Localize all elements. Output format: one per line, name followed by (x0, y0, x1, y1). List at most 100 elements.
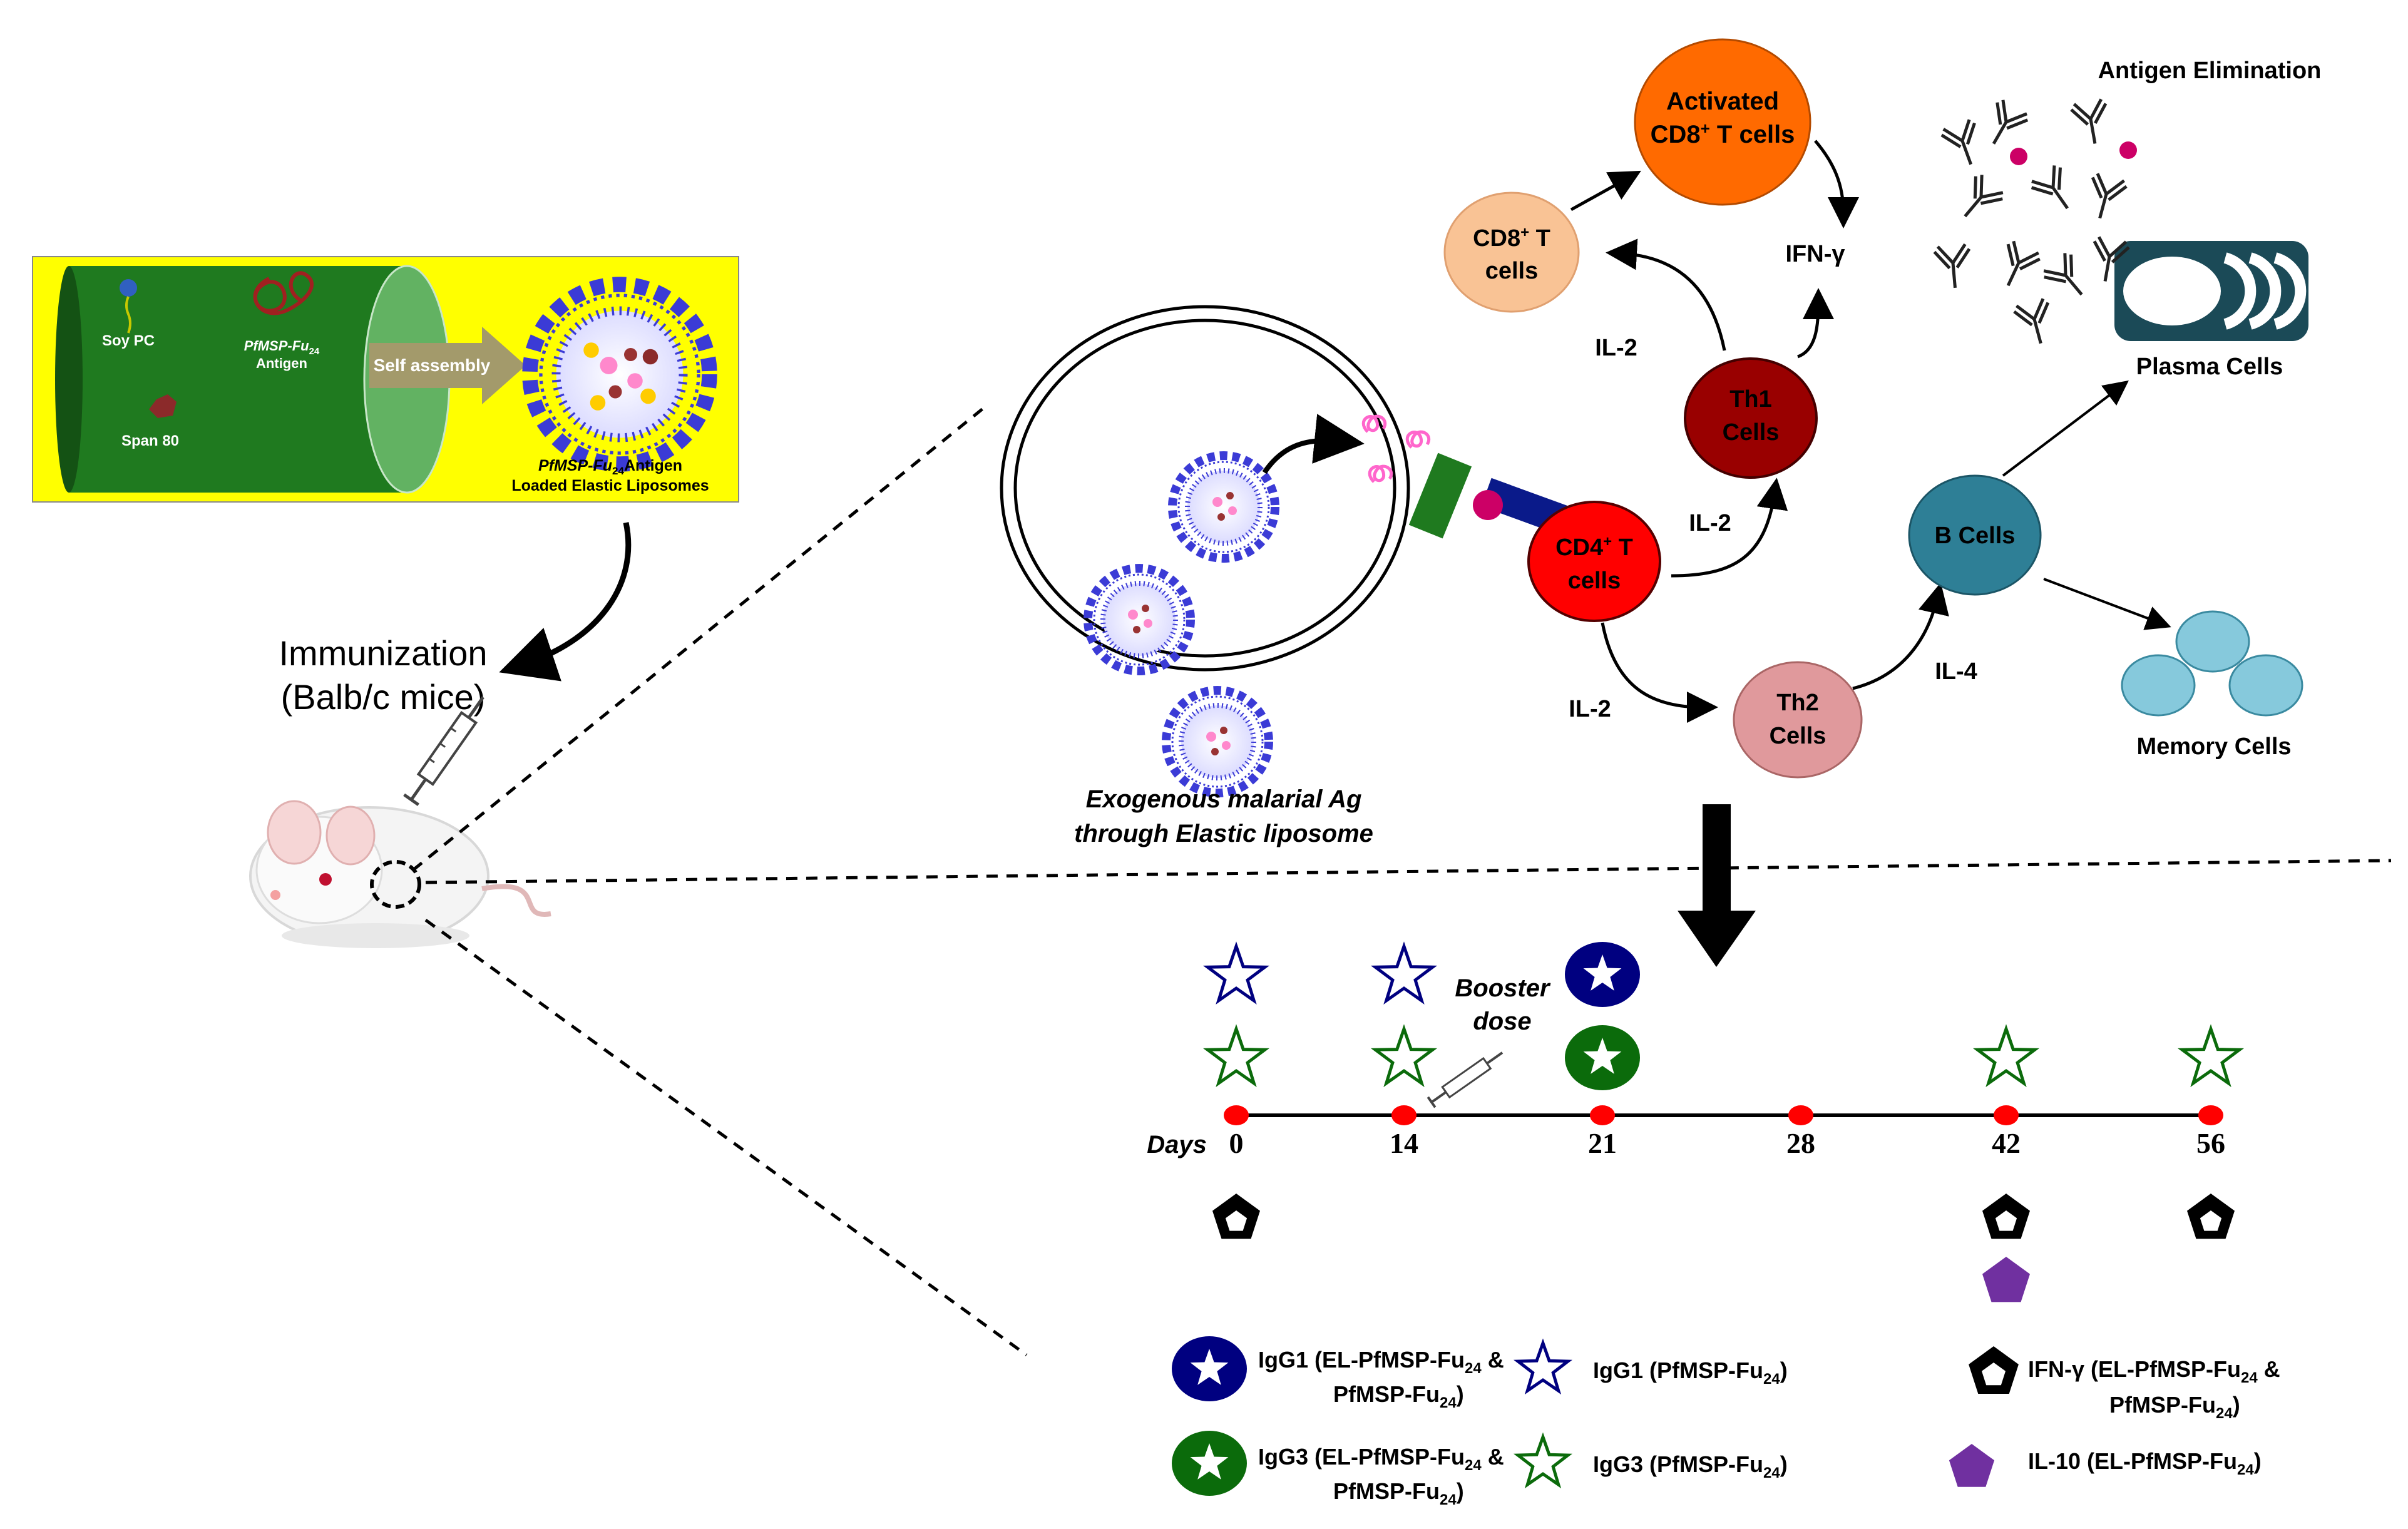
il4-label: IL-4 (1935, 658, 1977, 685)
released-antigen-icons (1361, 414, 1430, 483)
antigen-ribbon-icon (253, 271, 314, 315)
svg-text:Cells: Cells (1770, 723, 1826, 749)
il2-label-mid: IL-2 (1689, 510, 1731, 536)
igg3-star-icon (1202, 1024, 1270, 1088)
day-label: 21 (1588, 1127, 1617, 1159)
svg-text:cells: cells (1568, 568, 1621, 594)
soy-pc-label: Soy PC (102, 332, 155, 349)
svg-text:PfMSP-Fu24): PfMSP-Fu24) (1333, 1381, 1464, 1411)
legend-igg1-el: IgG1 (EL-PfMSP-Fu24 & PfMSP-Fu24) (1172, 1336, 1504, 1411)
immunization-subtitle: (Balb/c mice) (281, 677, 486, 717)
node-activated-cd8-t-cells: Activated CD8+ T cells (1634, 38, 1811, 206)
exogenous-liposome-icon (1166, 690, 1269, 793)
pentagon-icon (1949, 1444, 1995, 1487)
day-marker (1224, 1105, 1249, 1125)
bcell-to-plasma-arrow (2002, 380, 2129, 477)
plasma-cells-label: Plasma Cells (2136, 354, 2283, 380)
igg3-star-icon (2177, 1024, 2245, 1088)
inset-caption-line1: PfMSP-Fu24Antigen (538, 457, 682, 477)
node-cd4-t-cells: CD4+ T cells (1527, 501, 1661, 622)
span80-molecule-icon (149, 394, 177, 418)
bcell-to-memory-arrow (2043, 578, 2171, 630)
pentagon-inner (1225, 1210, 1248, 1231)
cd4-to-th2-arrow (1601, 622, 1718, 723)
day-marker (1994, 1105, 2019, 1125)
svg-text:Th2: Th2 (1776, 690, 1819, 716)
svg-text:IL-10 (EL-PfMSP-Fu24): IL-10 (EL-PfMSP-Fu24) (2028, 1448, 2262, 1478)
svg-text:IgG3 (EL-PfMSP-Fu24 &: IgG3 (EL-PfMSP-Fu24 & (1258, 1444, 1504, 1474)
th2-to-bcell-arrow (1852, 582, 1949, 690)
antigen-label: PfMSP-Fu24 (244, 338, 320, 357)
svg-text:IFN-γ (EL-PfMSP-Fu24 &: IFN-γ (EL-PfMSP-Fu24 & (2028, 1356, 2280, 1386)
zoom-line-horizontal (425, 859, 2392, 884)
igg1-star-icon (1370, 941, 1438, 1005)
star-outline-icon (1514, 1338, 1572, 1395)
injection-site-circle (370, 860, 421, 909)
star-icon (1190, 1349, 1229, 1385)
day-label: 28 (1786, 1127, 1815, 1159)
il2-label-top: IL-2 (1595, 335, 1637, 361)
antigen-release-arrow (1262, 414, 1365, 474)
day-marker (2198, 1105, 2223, 1125)
pentagon-inner (2200, 1210, 2222, 1231)
inset-caption-line2: Loaded Elastic Liposomes (511, 477, 709, 494)
mouse-icon (249, 800, 551, 948)
node-cd8-t-cells: CD8+ T cells (1443, 192, 1580, 313)
igg1-star-icon (1202, 941, 1270, 1005)
days-label: Days (1147, 1131, 1207, 1158)
immunization-title: Immunization (279, 633, 487, 673)
svg-text:Th1: Th1 (1729, 386, 1772, 412)
antibody-cluster-icon (1934, 98, 2137, 348)
antigen-label-line2: Antigen (256, 355, 307, 371)
svg-text:CD4+ T: CD4+ T (1555, 533, 1633, 561)
th1-to-ifn-arrow (1797, 288, 1834, 359)
self-assembly-arrow (369, 327, 526, 404)
syringe-icon (403, 696, 484, 806)
day-marker (1788, 1105, 1813, 1125)
membrane-liposome-icon (1088, 568, 1191, 671)
memory-cells-label: Memory Cells (2136, 734, 2291, 760)
star-icon (1583, 1038, 1622, 1074)
svg-text:Cells: Cells (1723, 419, 1780, 446)
svg-text:B Cells: B Cells (1935, 523, 2016, 549)
day-marker (1590, 1105, 1615, 1125)
internal-liposome-icon (1172, 456, 1275, 558)
legend-ifn-gamma: IFN-γ (EL-PfMSP-Fu24 & PfMSP-Fu24) (1969, 1346, 2280, 1422)
inset-to-immunization-arrow (499, 522, 632, 682)
legend-igg1: IgG1 (PfMSP-Fu24) (1514, 1338, 1788, 1395)
antigen-elimination-label: Antigen Elimination (2098, 58, 2322, 84)
booster-syringe-icon (1427, 1051, 1504, 1108)
pentagon-inner (1995, 1210, 2017, 1231)
th1-to-cd8-arrow (1606, 238, 1726, 351)
il10-pentagon-icon (1982, 1257, 2030, 1302)
day-label: 42 (1992, 1127, 2021, 1159)
activated-to-ifn-arrow (1814, 140, 1859, 228)
node-b-cells: B Cells (1908, 474, 2042, 596)
il2-label-low: IL-2 (1569, 696, 1611, 722)
legend: IgG1 (EL-PfMSP-Fu24 & PfMSP-Fu24) IgG1 (… (1172, 1336, 2280, 1508)
soy-pc-tail-icon (125, 296, 131, 334)
down-arrow-head (1678, 911, 1756, 967)
span80-label: Span 80 (121, 432, 179, 449)
node-th2-cells: Th2 Cells (1733, 661, 1863, 779)
antigen-presenting-cell: Exogenous malarial Ag through Elastic li… (1000, 305, 1580, 847)
legend-igg3: IgG3 (PfMSP-Fu24) (1514, 1432, 1788, 1489)
self-assembly-label: Self assembly (374, 355, 491, 375)
exogenous-caption-line2: through Elastic liposome (1074, 820, 1373, 847)
svg-text:Activated: Activated (1666, 88, 1779, 115)
svg-text:IgG3 (PfMSP-Fu24): IgG3 (PfMSP-Fu24) (1593, 1451, 1788, 1481)
day-label: 56 (2196, 1127, 2225, 1159)
svg-text:PfMSP-Fu24): PfMSP-Fu24) (1333, 1478, 1464, 1508)
liposome-formation-inset: Soy PC PfMSP-Fu24 Antigen Span 80 Self a… (32, 256, 739, 503)
svg-text:cells: cells (1485, 258, 1539, 284)
cylinder-left-end (55, 266, 83, 493)
down-arrow-shaft (1703, 804, 1731, 911)
star-icon (1190, 1443, 1229, 1480)
node-th1-cells: Th1 Cells (1684, 357, 1818, 479)
legend-il10: IL-10 (EL-PfMSP-Fu24) (1949, 1444, 2262, 1487)
cd8-to-activated-arrow (1570, 170, 1641, 212)
igg3-star-icon (1972, 1024, 2040, 1088)
cd4-to-th1-arrow (1671, 478, 1788, 578)
